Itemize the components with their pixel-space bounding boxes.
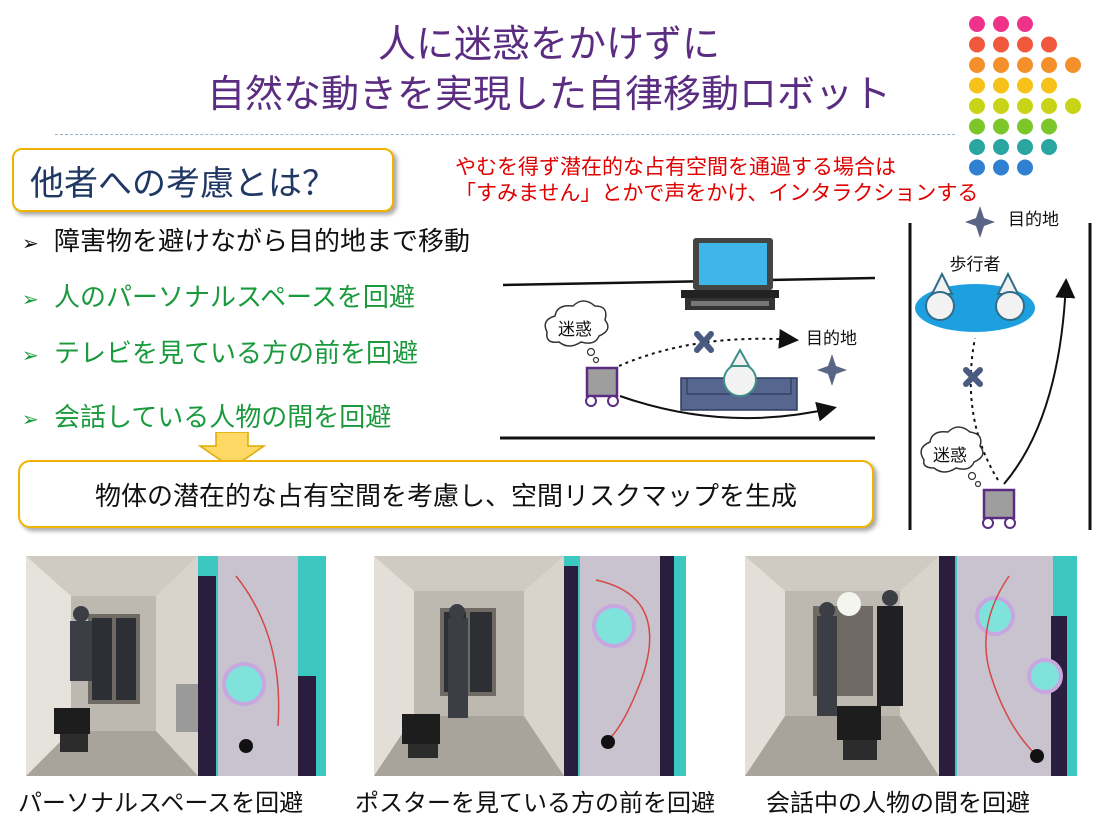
title-line-1: 人に迷惑をかけずに [377,22,720,66]
decorative-dot [1041,98,1057,114]
decorative-dot [1041,118,1057,135]
decorative-dot [993,57,1009,73]
caption-poster: ポスターを見ている方の前を回避 [355,789,715,817]
chosen-path [619,395,837,422]
decorative-dot [993,77,1009,94]
bullet-marker: ➢ [22,287,39,311]
decorative-dot [1017,36,1033,53]
bullet-marker: ➢ [22,231,39,255]
decorative-dot [1017,118,1033,135]
note-line-2: 「すみません」とかで声をかけ、インタラクションする [455,181,979,205]
decorative-dot [1065,57,1081,73]
risky-path [969,337,999,481]
tv-icon [681,238,779,310]
risk-map [564,556,686,776]
experiment-panel-personal-space [26,556,326,776]
title-line-2: 自然な動きを実現した自律移動ロボット [206,72,891,116]
annoyance-bubble: 迷惑 [920,426,984,488]
decorative-dot [993,36,1009,53]
decorative-dot [969,57,985,73]
corridor-photo [374,556,564,776]
pedestrian-icon [995,271,1025,321]
corridor-photo [26,556,198,776]
question-text: 他者への考慮とは？ [30,164,336,204]
blocked-x-icon [963,367,983,387]
decorative-dot [969,159,985,176]
summary-text: 物体の潜在的な占有空間を考慮し、空間リスクマップを生成 [94,482,797,512]
decorative-dot [993,118,1009,135]
experiment-panel-conversation [745,556,1077,776]
decorative-dot [1017,159,1033,176]
goal-star-icon [817,354,847,386]
decorative-dot [993,139,1009,155]
caption-personal-space: パーソナルスペースを回避 [18,789,304,817]
caption-conversation: 会話中の人物の間を回避 [766,789,1030,817]
pedestrians-label: 歩行者 [950,255,1001,275]
bullet-text: 人のパーソナルスペースを回避 [54,283,415,313]
sofa-with-person-icon [680,347,798,411]
decorative-dot [1041,36,1057,53]
decorative-dot [1065,98,1081,114]
bullet-obstacle: ➢ 障害物を避けながら目的地まで移動 [22,226,470,259]
experiment-panel-poster [374,556,686,776]
question-box: 他者への考慮とは？ [12,148,394,212]
decorative-dot [993,16,1009,32]
decorative-dot [993,159,1009,176]
bullet-conversation: ➢ 会話している人物の間を回避 [22,402,391,435]
decorative-dot [1041,139,1057,155]
goal-label: 目的地 [1008,210,1059,230]
decorative-dot [969,118,985,135]
blocked-x-icon [694,331,714,353]
annoyance-bubble: 迷惑 [544,300,609,364]
decorative-dot [1017,98,1033,114]
decorative-dot [1041,57,1057,73]
risk-map [198,556,326,776]
bullet-text: 障害物を避けながら目的地まで移動 [54,227,471,257]
goal-star-icon [965,206,995,238]
annoyance-label: 迷惑 [933,446,967,466]
bullet-personal-space: ➢ 人のパーソナルスペースを回避 [22,282,415,315]
decorative-dot-grid [969,16,1081,176]
goal-label: 目的地 [806,329,857,349]
note-line-1: やむを得ず潜在的な占有空間を通過する場合は [455,155,896,179]
bullet-text: 会話している人物の間を回避 [54,403,392,433]
bullet-marker: ➢ [22,343,39,367]
annoyance-label: 迷惑 [558,320,592,340]
chosen-path [1003,278,1076,485]
robot-icon [585,366,619,407]
decorative-dot [1017,139,1033,155]
summary-box: 物体の潜在的な占有空間を考慮し、空間リスクマップを生成 [18,460,874,528]
decorative-dot [1017,77,1033,94]
upper-wall [502,276,876,287]
down-arrow-icon [197,432,267,469]
robot-icon [982,488,1016,529]
decorative-dot [1041,77,1057,94]
decorative-dot [1017,57,1033,73]
tv-avoidance-diagram: 迷惑 目的地 [500,238,876,440]
decorative-dot [969,77,985,94]
decorative-dot [1017,16,1033,32]
corridor-photo [745,556,939,776]
decorative-dot [969,139,985,155]
decorative-dot [969,98,985,114]
risk-map [939,556,1077,776]
title-divider [55,134,955,135]
bullet-text: テレビを見ている方の前を回避 [54,339,419,369]
bullet-marker: ➢ [22,407,39,431]
pedestrian-diagram: 目的地 歩行者 迷惑 [908,206,1092,530]
decorative-dot [969,36,985,53]
pedestrian-icon [925,271,955,321]
decorative-dot [993,98,1009,114]
decorative-dot [969,16,985,32]
bullet-tv-viewer: ➢ テレビを見ている方の前を回避 [22,338,418,371]
